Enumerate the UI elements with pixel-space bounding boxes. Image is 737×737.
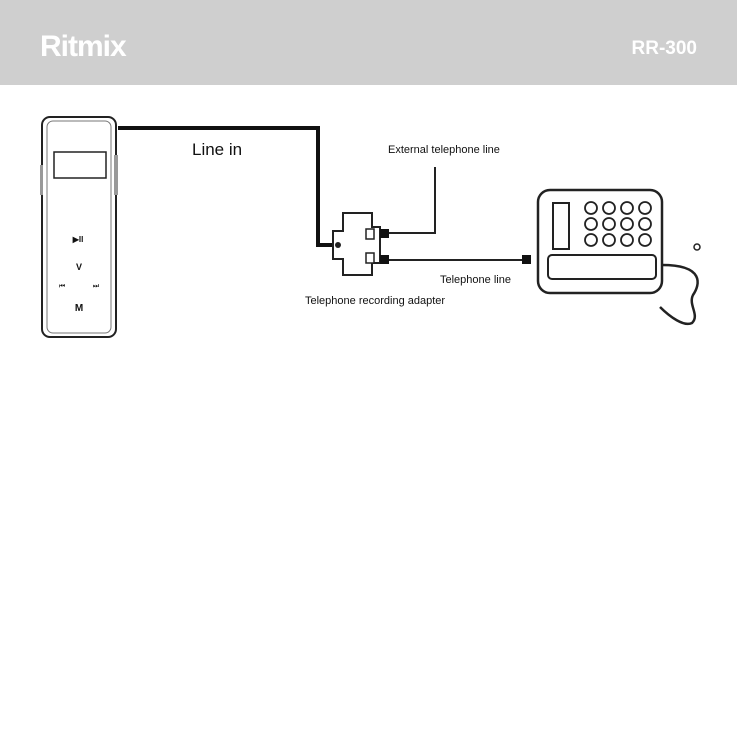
connection-diagram: ▶II V ⏮ ⏭ M Line in Telephone recording …	[40, 116, 701, 338]
external-line-cable	[389, 167, 436, 234]
next-icon: ⏭	[93, 283, 100, 290]
menu-label: M	[75, 303, 83, 314]
external-line-plug	[380, 229, 389, 238]
volume-label: V	[76, 262, 82, 272]
brand-logo: Ritmix	[40, 30, 127, 63]
recorder-screen	[53, 151, 107, 179]
page-header: Ritmix RR-300	[0, 0, 737, 85]
telephone-line-label: Telephone line	[440, 274, 511, 286]
external-line-label: External telephone line	[388, 144, 500, 156]
recorder-side-button	[40, 165, 43, 195]
recording-adapter	[332, 212, 381, 276]
recorder-side-switch	[114, 155, 118, 195]
model-name: RR-300	[631, 38, 697, 59]
handset-cord	[659, 263, 699, 326]
voice-recorder: ▶II V ⏮ ⏭ M	[40, 116, 118, 338]
telephone-line-plug-phone	[522, 255, 531, 264]
play-pause-label: ▶II	[72, 235, 84, 244]
prev-icon: ⏮	[59, 283, 65, 290]
keypad	[584, 201, 652, 247]
line-in-label: Line in	[192, 140, 242, 159]
telephone-line-plug-adapter	[380, 255, 389, 264]
telephone	[536, 188, 701, 326]
adapter-label: Telephone recording adapter	[305, 295, 445, 307]
line-in-cable	[118, 126, 338, 247]
phone-indicator	[693, 243, 701, 251]
